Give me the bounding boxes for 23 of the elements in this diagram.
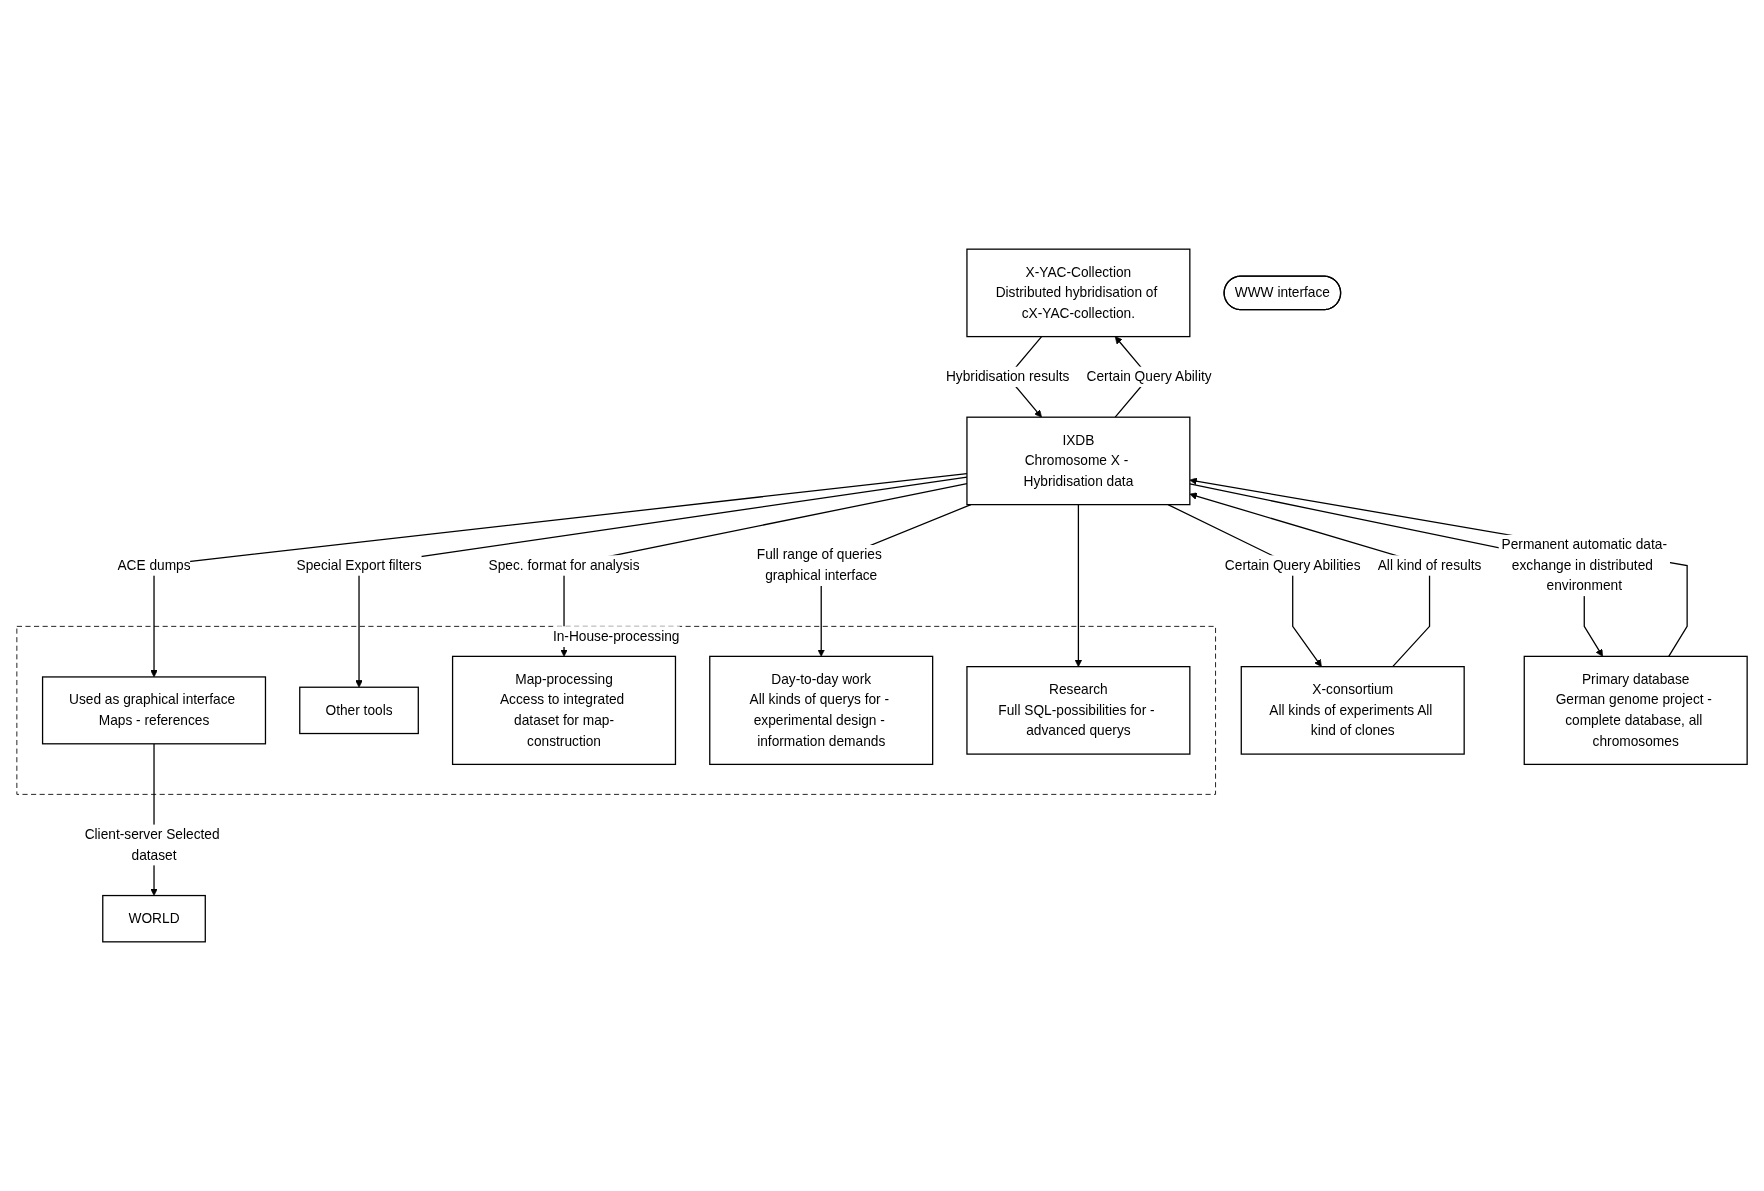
edge-label: Spec. format for analysis (488, 557, 640, 573)
node-box: Other tools (299, 686, 419, 735)
arrow (1189, 492, 1431, 668)
edge-label: Special Export filters (296, 557, 422, 573)
edge-label: Certain Query Ability (1086, 369, 1212, 384)
node-box: WORLD (102, 894, 206, 943)
node-box: Primary database German genome project - complete database, all chromosomes (1523, 655, 1748, 766)
node-box: Used as graphical interface Maps - references (41, 676, 267, 745)
arrow (1074, 504, 1083, 667)
edge-label: Client-server Selected dataset (84, 826, 220, 863)
edge-label: All kind of results (1377, 557, 1482, 573)
node-box: Day-to-day work All kinds of querys for - experimental design - information demands (709, 655, 934, 766)
node-box: X-consortium All kinds of experiments All kind of clones (1240, 666, 1465, 755)
node-box: Map-processing Access to integrated dataset for map-construction (451, 655, 677, 766)
edge-label: ACE dumps (117, 557, 191, 573)
node-box: X-YAC-Collection Distributed hybridisation of cX-YAC-collection. (966, 248, 1191, 338)
edge-label: Hybridisation results (945, 369, 1070, 384)
edge-label: Permanent automatic data-exchange in distributed environment (1501, 537, 1667, 593)
node-box: IXDB Chromosome X - Hybridisation data (966, 416, 1191, 506)
arrow (1189, 483, 1603, 657)
edge-label: Full range of queries graphical interface (756, 547, 882, 583)
node-box: Research Full SQL-possibilities for - advanced querys (966, 666, 1191, 755)
edge-label: Certain Query Abilities (1224, 557, 1361, 573)
